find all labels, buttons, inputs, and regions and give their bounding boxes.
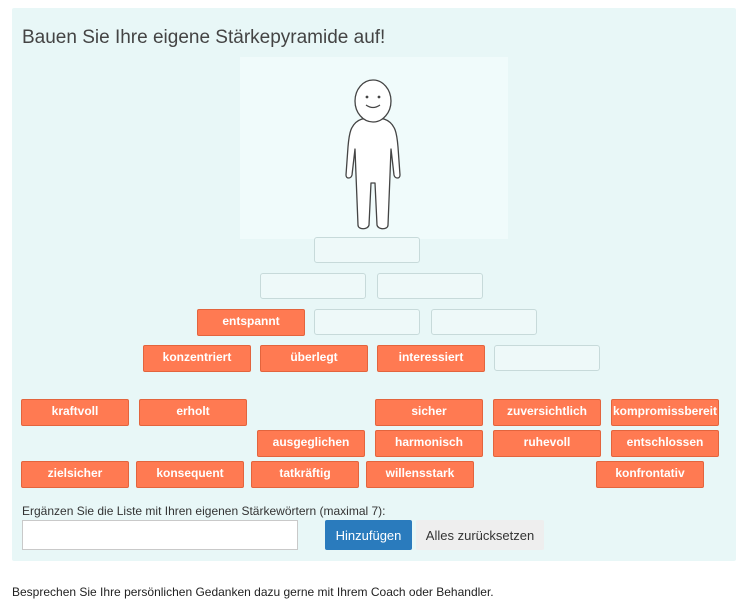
pyramid-slot[interactable]	[494, 345, 600, 371]
page-title: Bauen Sie Ihre eigene Stärkepyramide auf…	[22, 27, 386, 48]
pyramid-word-konzentriert[interactable]: konzentriert	[143, 345, 251, 372]
word-willensstark[interactable]: willensstark	[366, 461, 474, 488]
word-harmonisch[interactable]: harmonisch	[375, 430, 483, 457]
word-konsequent[interactable]: konsequent	[136, 461, 244, 488]
pyramid-slot[interactable]	[314, 309, 420, 335]
pyramid-slot[interactable]	[314, 237, 420, 263]
word-kraftvoll[interactable]: kraftvoll	[21, 399, 129, 426]
pyramid-slot[interactable]	[431, 309, 537, 335]
pyramid-word-entspannt[interactable]: entspannt	[197, 309, 305, 336]
reset-all-button[interactable]: Alles zurücksetzen	[416, 520, 544, 550]
word-ausgeglichen[interactable]: ausgeglichen	[257, 430, 365, 457]
word-ruhevoll[interactable]: ruhevoll	[493, 430, 601, 457]
word-zielsicher[interactable]: zielsicher	[21, 461, 129, 488]
word-sicher[interactable]: sicher	[375, 399, 483, 426]
word-entschlossen[interactable]: entschlossen	[611, 430, 719, 457]
word-zuversichtlich[interactable]: zuversichtlich	[493, 399, 601, 426]
pyramid-word-ueberlegt[interactable]: überlegt	[260, 345, 368, 372]
custom-word-input[interactable]	[22, 520, 298, 550]
word-kompromissbereit[interactable]: kompromissbereit	[611, 399, 719, 426]
word-tatkraeftig[interactable]: tatkräftig	[251, 461, 359, 488]
pyramid-slot[interactable]	[260, 273, 366, 299]
footer-note: Besprechen Sie Ihre persönlichen Gedanke…	[12, 585, 494, 599]
pyramid-word-interessiert[interactable]: interessiert	[377, 345, 485, 372]
add-button[interactable]: Hinzufügen	[325, 520, 412, 550]
word-erholt[interactable]: erholt	[139, 399, 247, 426]
pyramid-slot[interactable]	[377, 273, 483, 299]
word-konfrontativ[interactable]: konfrontativ	[596, 461, 704, 488]
person-figure-icon	[345, 79, 401, 230]
custom-words-instruction: Ergänzen Sie die Liste mit Ihren eigenen…	[22, 504, 386, 518]
